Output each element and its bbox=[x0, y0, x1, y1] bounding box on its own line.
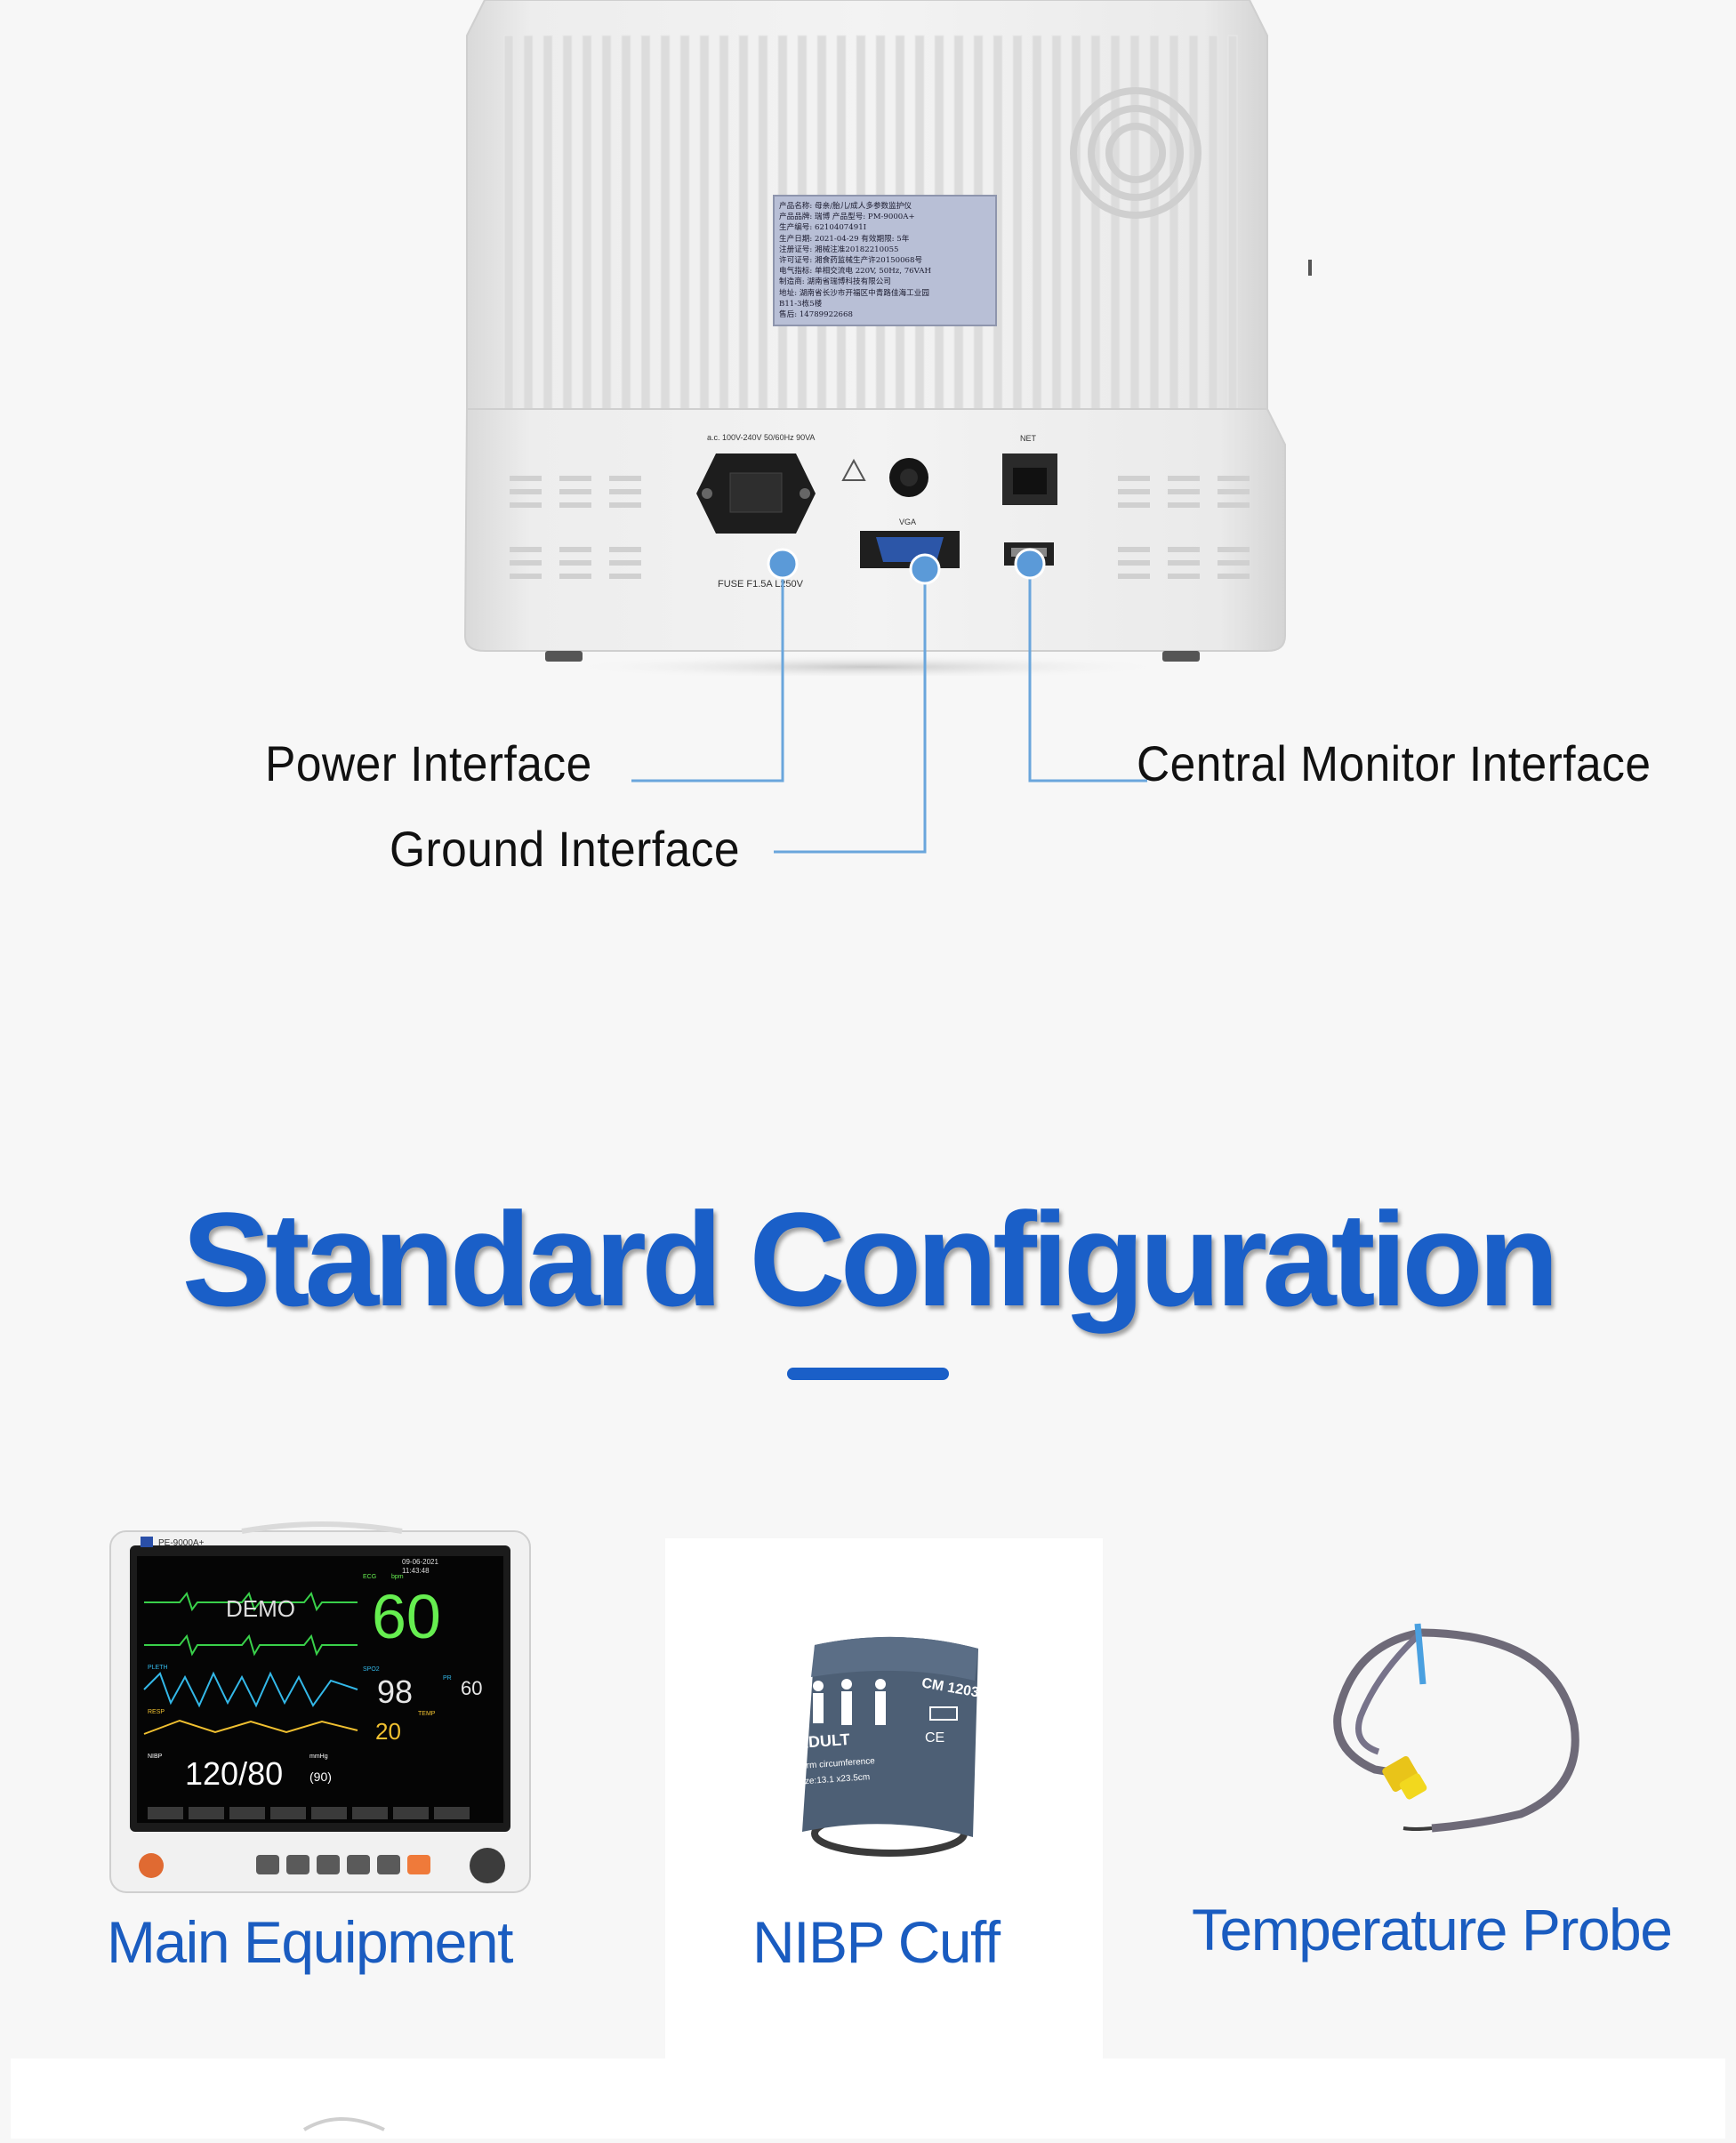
nameplate-line: 售后: 14789922668 bbox=[779, 310, 853, 320]
net-label: NET bbox=[1020, 434, 1037, 443]
nibp-cuff-label: NIBP Cuff bbox=[752, 1909, 1001, 1975]
monitor-nibp-value: 120/80 bbox=[185, 1755, 284, 1792]
monitor-nibp-tag: NIBP bbox=[148, 1754, 163, 1760]
rear-panel-illustration: a.c. 100V-240V 50/60Hz 90VA FUSE F1.5A L… bbox=[463, 0, 1312, 676]
title-underline bbox=[787, 1368, 949, 1380]
cuff-ce-text: CE bbox=[925, 1730, 945, 1746]
next-item-partial-image bbox=[302, 2117, 385, 2131]
speaker-grille bbox=[1070, 87, 1202, 219]
nameplate-line: 制造商: 湖南省瑞博科技有限公司 bbox=[779, 277, 891, 287]
power-interface-label: Power Interface bbox=[265, 735, 592, 791]
monitor-pr-value: 60 bbox=[461, 1677, 483, 1699]
monitor-spo2-value: 98 bbox=[377, 1673, 414, 1710]
monitor-resp-value: 20 bbox=[375, 1718, 401, 1745]
nameplate bbox=[773, 195, 997, 326]
monitor-temp-tag: TEMP bbox=[418, 1711, 436, 1717]
nameplate-line: 生产编号: 6210407491I bbox=[779, 223, 867, 233]
temperature-probe-card bbox=[1325, 1618, 1592, 1841]
nameplate-line: 地址: 湖南省长沙市开福区中青路佳海工业园 bbox=[779, 288, 929, 298]
nibp-cuff-image bbox=[802, 1636, 978, 1857]
temperature-probe-image bbox=[1333, 1623, 1579, 1833]
main-equipment-label: Main Equipment bbox=[107, 1909, 513, 1975]
nameplate-line: 注册证号: 湘械注准20182210055 bbox=[779, 245, 899, 254]
monitor-model-text: PE-9000A+ bbox=[158, 1538, 205, 1548]
nameplate-text: 产品名称: 母亲/胎儿/成人多参数监护仪 产品品牌: 瑞博 产品型号: PM-9… bbox=[779, 201, 993, 320]
monitor-demo-text: DEMO bbox=[226, 1595, 295, 1622]
monitor-bpm-tag: bpm bbox=[391, 1574, 404, 1580]
nameplate-line: B11-3栋5楼 bbox=[779, 299, 823, 309]
central-monitor-interface-label: Central Monitor Interface bbox=[1137, 735, 1652, 791]
section-title: Standard Configuration bbox=[181, 1184, 1560, 1334]
cuff-adult-text: ADULT bbox=[796, 1730, 851, 1753]
monitor-ecg-tag: ECG bbox=[363, 1574, 377, 1580]
monitor-pleth-tag: PLETH bbox=[148, 1665, 168, 1671]
monitor-pr-tag: PR bbox=[443, 1675, 452, 1681]
nibp-cuff-card: CM 1203 ADULT CE Arm circumference Size:… bbox=[792, 1627, 1005, 1858]
nameplate-line: 许可证号: 湘食药监械生产许20150068号 bbox=[779, 256, 923, 266]
nameplate-line: 电气指标: 单相交流电 220V, 50Hz, 76VAH bbox=[779, 267, 931, 277]
vga-label: VGA bbox=[899, 518, 916, 526]
monitor-resp-tag: RESP bbox=[148, 1709, 165, 1715]
power-rating-label: a.c. 100V-240V 50/60Hz 90VA bbox=[707, 433, 815, 442]
monitor-hr-value: 60 bbox=[372, 1582, 441, 1651]
monitor-date: 09-06-2021 bbox=[402, 1558, 438, 1566]
monitor-mmhg-tag: mmHg bbox=[309, 1754, 328, 1760]
temperature-probe-label: Temperature Probe bbox=[1192, 1897, 1673, 1962]
patient-monitor-image bbox=[109, 1521, 531, 1893]
fuse-label: FUSE F1.5A L250V bbox=[718, 579, 804, 590]
main-equipment-card: PE-9000A+ DEMO 60 98 60 20 120/80 (90) 0… bbox=[108, 1521, 535, 1894]
next-item-panel bbox=[11, 2059, 1725, 2139]
nameplate-line: 生产日期: 2021-04-29 有效期限: 5年 bbox=[779, 234, 910, 244]
ground-interface-label: Ground Interface bbox=[390, 821, 740, 877]
nameplate-line: 产品品牌: 瑞博 产品型号: PM-9000A+ bbox=[779, 213, 915, 222]
monitor-nibp-map: (90) bbox=[309, 1770, 332, 1784]
monitor-spo2-tag: SPO2 bbox=[363, 1666, 380, 1673]
nameplate-line: 产品名称: 母亲/胎儿/成人多参数监护仪 bbox=[779, 202, 912, 211]
monitor-time: 11:43:48 bbox=[402, 1567, 430, 1575]
